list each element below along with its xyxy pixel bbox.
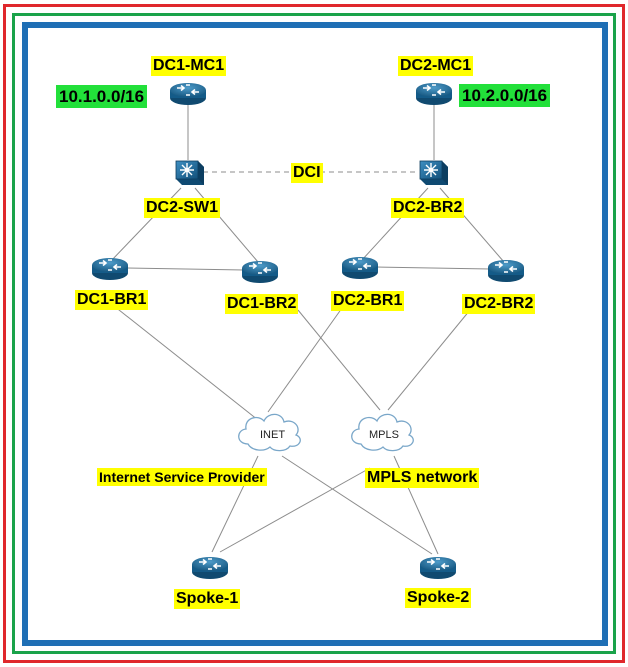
- label-dc2-sw1: DC2-SW1: [144, 198, 221, 218]
- link-dc2br1-inet: [267, 307, 343, 413]
- label-dc1-mc1: DC1-MC1: [151, 56, 227, 76]
- link-dc1br1-inet: [113, 305, 259, 421]
- link-dc1br2-mpls: [297, 309, 381, 411]
- link-dc2br1-dc2br2: [375, 266, 491, 270]
- subnet-dc1: 10.1.0.0/16: [56, 85, 148, 108]
- outer-frame-red: [3, 4, 625, 663]
- label-spoke-1: Spoke-1: [174, 589, 241, 609]
- link-mpls-spoke1: [219, 467, 371, 553]
- label-dci: DCI: [291, 163, 323, 183]
- link-inet-spoke2: [281, 455, 433, 555]
- switch-icon-dc2-sw1: [175, 160, 205, 186]
- label-dc1-br2: DC1-BR2: [225, 294, 299, 314]
- label-dc2-mc1: DC2-MC1: [398, 56, 474, 76]
- router-icon-spoke-2: [419, 556, 457, 580]
- label-internet-service-provider: Internet Service Provider: [97, 468, 267, 486]
- router-icon-dc1-mc1: [169, 82, 207, 106]
- cloud-mpls-text: MPLS: [369, 429, 399, 441]
- router-icon-dc1-br2: [241, 260, 279, 284]
- label-spoke-2: Spoke-2: [405, 588, 472, 608]
- router-icon-spoke-1: [191, 556, 229, 580]
- label-dc2-br2-switch: DC2-BR2: [391, 198, 465, 218]
- label-mpls-network: MPLS network: [365, 468, 480, 488]
- label-dc1-br1: DC1-BR1: [75, 290, 149, 310]
- inner-frame-blue: [22, 22, 608, 646]
- label-dc2-br1: DC2-BR1: [331, 291, 405, 311]
- middle-frame-green: [12, 13, 616, 654]
- label-dc2-br2: DC2-BR2: [462, 294, 536, 314]
- subnet-dc2: 10.2.0.0/16: [459, 84, 551, 107]
- router-icon-dc2-br1: [341, 256, 379, 280]
- switch-icon-dc2-br2: [419, 160, 449, 186]
- router-icon-dc1-br1: [91, 257, 129, 281]
- router-icon-dc2-br2: [487, 259, 525, 283]
- link-dc1br1-dc1br2: [125, 267, 245, 271]
- cloud-inet-text: INET: [260, 429, 286, 441]
- router-icon-dc2-mc1: [415, 82, 453, 106]
- link-dc2br2-mpls: [387, 309, 471, 411]
